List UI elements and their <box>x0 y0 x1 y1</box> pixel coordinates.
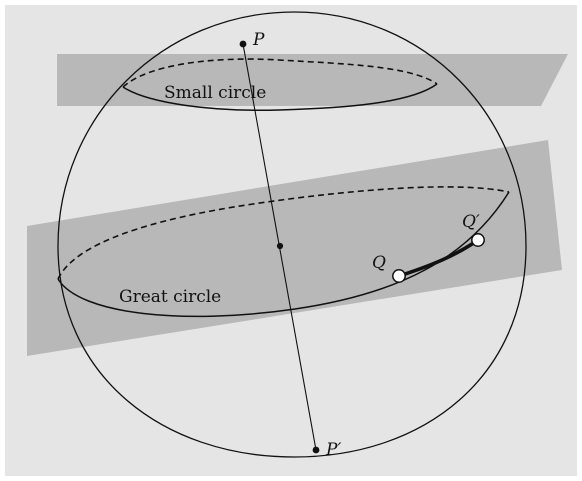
great-circle-front <box>57 191 510 318</box>
small-circle-plane <box>57 54 568 106</box>
point-q <box>392 269 406 283</box>
point-q-label: Q <box>372 253 386 273</box>
point-q-prime <box>471 233 485 247</box>
sphere-outline <box>57 11 527 458</box>
small-circle-label: Small circle <box>164 83 266 103</box>
small-circle-back <box>122 58 438 88</box>
great-circle-arc-q-q-prime <box>397 238 480 278</box>
great-circle-plane <box>27 140 562 356</box>
center-point <box>276 242 284 250</box>
point-p <box>239 40 247 48</box>
small-circle-front <box>122 83 438 112</box>
point-p-prime-label: P′ <box>325 440 341 460</box>
great-circle-label: Great circle <box>119 287 221 307</box>
great-circle-back <box>57 186 510 280</box>
point-q-prime-label: Q′ <box>462 212 480 232</box>
point-p-prime <box>312 446 320 454</box>
point-p-label: P <box>252 30 265 50</box>
